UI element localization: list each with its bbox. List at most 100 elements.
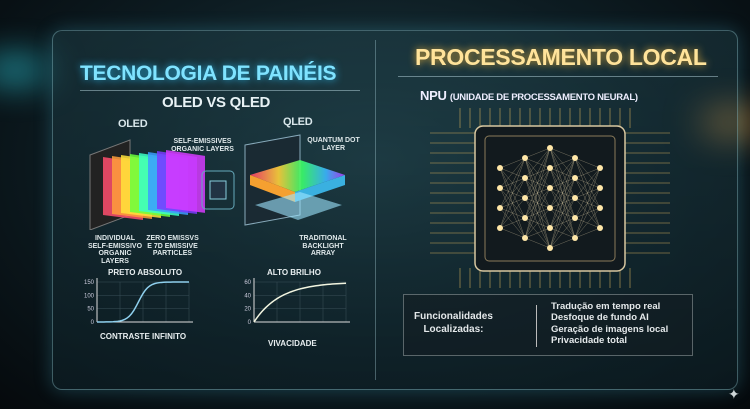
neural-node — [597, 205, 603, 211]
features-label-line2: Localizadas: — [423, 323, 484, 335]
neural-connection — [549, 157, 576, 249]
left-title: Tecnologia de Painéis — [80, 62, 337, 85]
oled-label: OLED — [118, 118, 148, 130]
neural-node — [497, 165, 503, 171]
oled-callout-bottom: Zero Emissvs e 7D Emissive Particles — [146, 235, 199, 258]
neural-node — [522, 175, 528, 181]
curve — [253, 282, 347, 323]
tick-label: 150 — [84, 280, 95, 286]
neural-connection — [524, 237, 551, 249]
neural-node — [547, 205, 553, 211]
tick-label: 0 — [248, 320, 252, 326]
neural-connection — [549, 157, 576, 189]
neural-connection — [524, 147, 551, 219]
neural-connection — [499, 177, 526, 229]
neural-node — [572, 175, 578, 181]
neural-connection — [524, 227, 551, 239]
neural-node — [597, 185, 603, 191]
chart-qled: 60 40 20 0 — [244, 278, 350, 326]
neural-connection — [549, 197, 576, 249]
oled-layers-illustration — [89, 139, 205, 230]
cyan-light — [0, 60, 50, 80]
tick-label: 20 — [244, 307, 251, 313]
feature-item: Geração de imagens local — [551, 323, 669, 335]
chart-qled-title: Alto Brilho — [267, 268, 321, 277]
neural-connection — [574, 207, 601, 239]
neural-connection — [499, 157, 526, 189]
neural-node — [522, 195, 528, 201]
neural-connection — [549, 217, 576, 249]
neural-node — [497, 225, 503, 231]
neural-node — [572, 235, 578, 241]
neural-node — [497, 205, 503, 211]
tick-label: 40 — [244, 293, 251, 299]
neural-node — [547, 225, 553, 231]
neural-node — [547, 245, 553, 251]
neural-node — [597, 165, 603, 171]
sparkle-icon: ✦ — [728, 386, 740, 402]
chip-core — [484, 135, 616, 262]
chart-oled-xlabel: Contraste Infinito — [100, 332, 187, 341]
neural-node — [572, 195, 578, 201]
neural-connection — [574, 167, 601, 199]
neural-connection — [499, 157, 526, 229]
panel-divider — [375, 40, 376, 380]
neural-connection — [549, 177, 576, 249]
neural-connection — [499, 217, 526, 229]
neural-node — [597, 225, 603, 231]
neural-connection — [574, 167, 601, 179]
neural-connection — [524, 147, 551, 179]
neural-node — [522, 155, 528, 161]
feature-item: Privacidade total — [551, 335, 628, 347]
chart-qled-xlabel: Vivacidade — [268, 339, 317, 348]
tick-label: 60 — [244, 280, 251, 286]
neural-connection — [524, 147, 551, 199]
npu-label: NPU — [420, 88, 447, 103]
chart-oled-title: Preto Absoluto — [108, 268, 183, 277]
npu-full-name: (Unidade de Processamento Neural) — [449, 92, 638, 103]
oled-layer — [166, 150, 205, 213]
chip-body — [474, 125, 626, 272]
right-title: Processamento Local — [415, 44, 707, 70]
features-list: Tradução em tempo real Desfoque de fundo… — [551, 301, 668, 347]
neural-node — [572, 155, 578, 161]
right-title-rule — [398, 76, 718, 77]
neural-node — [497, 185, 503, 191]
neural-node — [547, 185, 553, 191]
qled-label: QLED — [283, 116, 313, 128]
neural-connection — [574, 157, 601, 169]
tick-label: 0 — [91, 320, 95, 326]
neural-connection — [524, 187, 551, 239]
neural-node — [547, 165, 553, 171]
npu-heading: NPU (Unidade de Processamento Neural) — [420, 88, 638, 103]
neural-connection — [549, 157, 576, 229]
neural-connection — [499, 157, 526, 209]
oled-callout-left: Individual Self-Emissivo Organic Layers — [87, 235, 143, 266]
neural-node — [547, 145, 553, 151]
neural-connection — [574, 187, 601, 239]
feature-item: Desfoque de fundo AI — [551, 312, 649, 324]
qled-callout-bottom: Traditional Backlight Array — [299, 235, 347, 258]
neural-connection — [524, 167, 551, 239]
neural-connection — [574, 167, 601, 219]
neural-connection — [549, 157, 576, 209]
curve — [96, 281, 190, 323]
npu-chip-illustration — [430, 108, 670, 288]
oled-vs-qled-subtitle: OLED VS QLED — [162, 94, 271, 111]
features-label-line1: Funcionalidades — [414, 311, 493, 322]
neural-connection — [499, 227, 526, 239]
neural-connection — [499, 157, 526, 169]
neural-node — [522, 235, 528, 241]
neural-connection — [574, 227, 601, 239]
neural-connection — [524, 147, 551, 159]
neural-connection — [549, 157, 576, 169]
qled-callout-top: Quantum Dot Layer — [307, 137, 360, 152]
tick-label: 50 — [87, 307, 94, 313]
neural-connection — [499, 197, 526, 229]
qled-layers-illustration — [244, 134, 345, 226]
features-separator — [536, 305, 537, 347]
neural-node — [572, 215, 578, 221]
